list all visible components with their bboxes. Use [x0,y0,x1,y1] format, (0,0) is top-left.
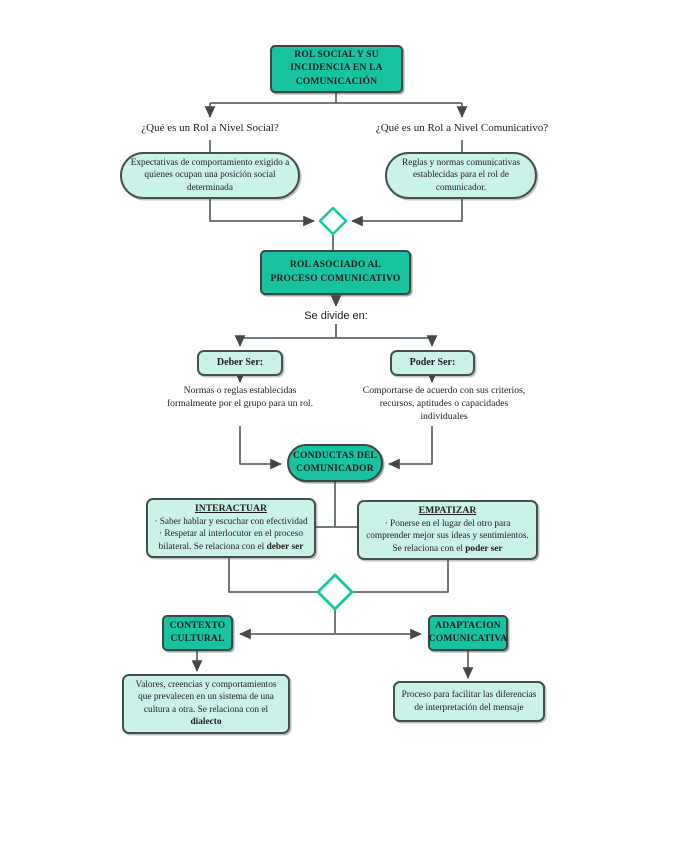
empatizar-body: · Ponerse en el lugar del otro para comp… [366,518,529,554]
contexto-body-text: Valores, creencias y comportamientos que… [135,680,277,728]
deber-description: Normas o reglas establecidas formalmente… [166,385,314,409]
connector-divide-branch [240,324,432,339]
divide-label: Se divide en: [304,310,368,322]
rol-proceso-label: ROL ASOCIADO AL PROCESO COMUNICATIVO [270,260,401,284]
decision-diamond-bottom [316,573,354,611]
adaptacion-label: ADAPTACION COMUNICATIVA [428,620,508,644]
question-comunicativo: ¿Qué es un Rol a Nivel Comunicativo? [375,122,549,134]
connector-def-right-diamond [351,197,463,227]
node-definition-comunicativo: Reglas y normas comunicativas establecid… [385,152,537,200]
node-adaptacion-comunicativa: ADAPTACION COMUNICATIVA [428,615,508,651]
poder-description: Comportarse de acuerdo con sus criterios… [362,385,526,422]
node-definition-social: Expectativas de comportamiento exigido a… [120,152,300,200]
interactuar-line1: · Saber hablar y escuchar con efectivida… [154,516,308,527]
interactuar-bold-term: deber ser [266,541,304,552]
question-social: ¿Qué es un Rol a Nivel Social? [141,122,279,134]
interactuar-title: INTERACTUAR [194,503,268,514]
connector-empatizar-diamond [353,557,449,593]
node-deber-ser: Deber Ser: [197,350,283,376]
connector-conductas-stem [315,482,358,528]
definition-comunicativo-text: Reglas y normas comunicativas establecid… [402,158,520,193]
node-interactuar: INTERACTUAR · Saber hablar y escuchar co… [146,498,316,559]
node-empatizar: EMPATIZAR · Ponerse en el lugar del otro… [357,500,538,561]
connector-def-left-diamond [209,197,315,227]
deber-ser-label: Deber Ser: [216,357,264,369]
poder-ser-label: Poder Ser: [409,357,456,369]
contexto-bold-term: dialecto [190,717,222,728]
decision-diamond-top [318,206,348,236]
connector-desc-left-conductas [239,426,282,470]
connector-desc-right-conductas [388,426,433,470]
node-poder-ser: Poder Ser: [390,350,475,376]
node-conductas: CONDUCTAS DEL COMUNICADOR [287,444,383,482]
empatizar-title: EMPATIZAR [418,505,477,516]
node-contexto-cultural: CONTEXTO CULTURAL [162,615,233,651]
empatizar-bold-term: poder ser [465,543,503,554]
contexto-label: CONTEXTO CULTURAL [169,620,226,644]
node-title: ROL SOCIAL Y SU INCIDENCIA EN LA COMUNIC… [270,45,403,93]
connector-interactuar-diamond [228,553,317,593]
definition-social-text: Expectativas de comportamiento exigido a… [130,158,290,193]
node-rol-proceso: ROL ASOCIADO AL PROCESO COMUNICATIVO [260,250,411,295]
interactuar-line2: · Respetar al interlocutor en el proceso… [158,529,304,552]
node-adaptacion-body: Proceso para facilitar las diferencias d… [393,681,545,722]
adaptacion-body-text: Proceso para facilitar las diferencias d… [401,690,537,713]
conductas-label: CONDUCTAS DEL COMUNICADOR [293,450,377,474]
node-contexto-body: Valores, creencias y comportamientos que… [122,674,290,734]
title-label: ROL SOCIAL Y SU INCIDENCIA EN LA COMUNIC… [290,50,383,87]
